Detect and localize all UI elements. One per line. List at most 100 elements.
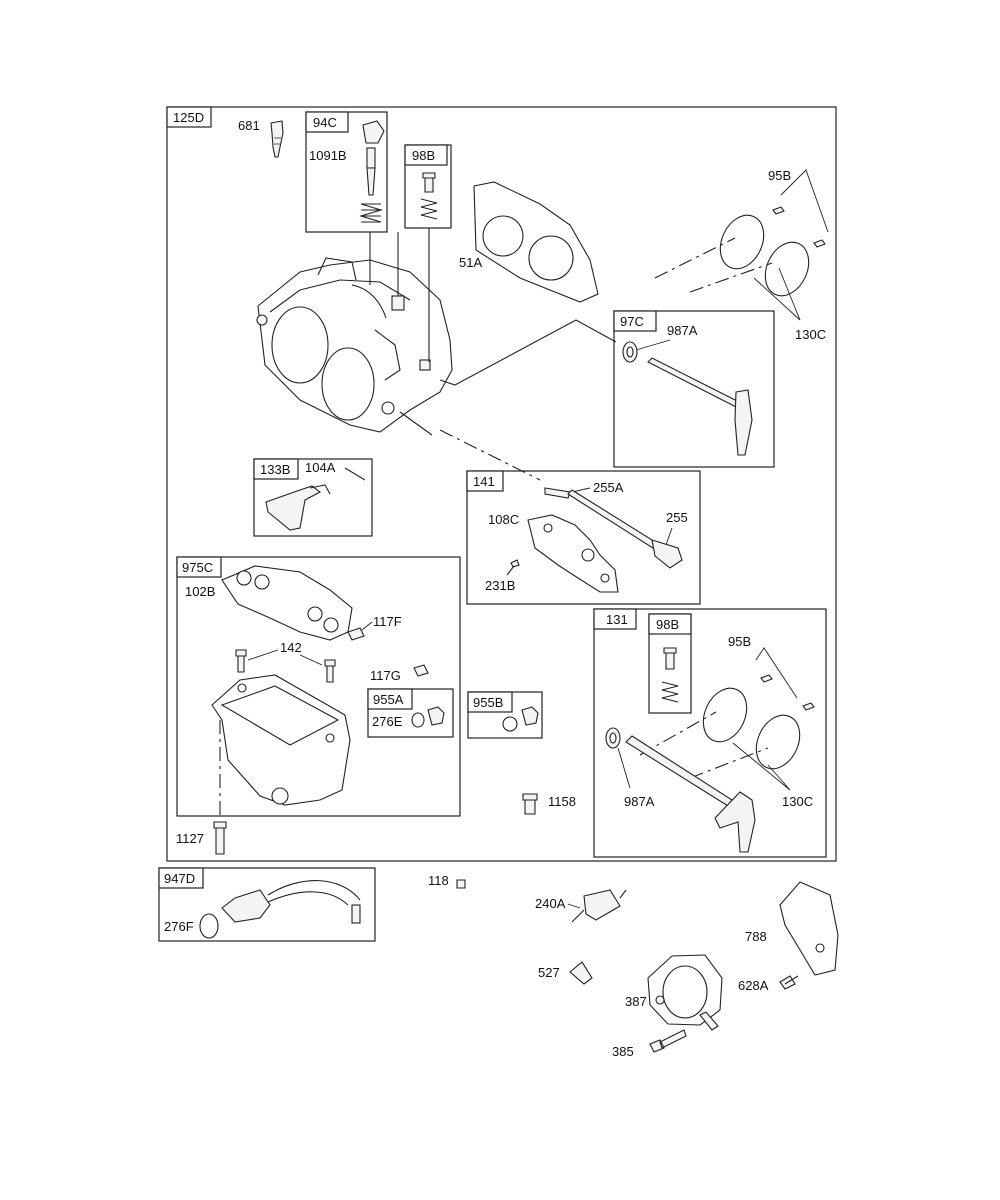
part-240A: 240A	[535, 889, 627, 923]
spring-98B-icon	[420, 198, 438, 220]
assembly-97C-label: 97C	[620, 314, 644, 329]
plug-955A-icon	[427, 706, 445, 726]
plug-117G-icon	[413, 664, 429, 677]
part-51A: 51A	[459, 181, 599, 303]
part-628A: 628A	[738, 975, 799, 993]
assembly-98B-131-label: 98B	[656, 617, 679, 632]
part-130C-top-label: 130C	[795, 327, 826, 342]
part-1158-label: 1158	[548, 794, 576, 809]
screw-1158-icon	[522, 793, 538, 815]
assembly-955A-label: 955A	[373, 692, 404, 707]
assembly-955A-tag	[367, 688, 413, 710]
throttle-lever-icon	[734, 389, 753, 456]
part-255A-label: 255A	[593, 480, 624, 495]
part-385: 385	[612, 1029, 687, 1059]
assembly-947D: 947D 276F	[158, 867, 376, 942]
screw-95B-131-icon	[760, 674, 773, 683]
part-104A-label: 104A	[305, 460, 336, 475]
wire-icon	[267, 880, 361, 901]
part-142-label: 142	[280, 640, 302, 655]
assembly-131-label: 131	[606, 612, 628, 627]
assembly-141: 141 255A 255 108C 231B	[466, 470, 701, 605]
choke-seal-icon	[544, 487, 571, 499]
throttle-plates-top: 95B 130C	[654, 168, 829, 342]
part-130C-131-label: 130C	[782, 794, 813, 809]
assembly-98B-top-tag	[404, 144, 448, 166]
fitting-117F-icon	[347, 627, 365, 641]
screw-231B-icon	[506, 559, 520, 576]
part-1158: 1158	[522, 793, 576, 815]
part-118: 118	[428, 873, 466, 889]
fuel-filter-icon	[583, 889, 621, 921]
assembly-131: 131 98B 95B 130C 987A	[593, 608, 827, 858]
nut-118-icon	[456, 879, 466, 889]
bracket-788-icon	[779, 881, 839, 976]
screw-1127-icon	[213, 821, 227, 855]
carburetor-body	[256, 228, 617, 481]
part-788: 788	[745, 881, 839, 976]
assembly-97C-frame	[613, 310, 775, 468]
assembly-131-tag	[593, 608, 637, 630]
part-231B-label: 231B	[485, 578, 515, 593]
assembly-131-frame	[593, 608, 827, 858]
assembly-947D-frame	[158, 867, 376, 942]
part-987A-131-label: 987A	[624, 794, 655, 809]
assembly-141-label: 141	[473, 474, 495, 489]
spring-94C-icon	[361, 203, 381, 223]
part-987A-top-label: 987A	[667, 323, 698, 338]
part-1127-label: 1127	[176, 831, 204, 846]
assembly-975C: 975C 102B 117F 142	[176, 556, 461, 820]
throttle-plate-icon	[719, 214, 765, 270]
part-1127: 1127	[176, 821, 227, 855]
idle-screw-icon	[422, 172, 436, 193]
part-681: 681	[238, 118, 284, 158]
choke-plate-108C-icon	[527, 514, 619, 593]
assembly-975C-frame	[176, 556, 461, 817]
assembly-98B-top: 98B	[404, 144, 452, 229]
assembly-133B-label: 133B	[260, 462, 290, 477]
assembly-98B-131-tag	[648, 613, 692, 635]
part-387-label: 387	[625, 994, 647, 1009]
screw-142-icon-2	[324, 659, 336, 683]
assembly-94C-tag	[305, 111, 349, 133]
assembly-955B-tag	[467, 691, 513, 713]
assembly-94C-label: 94C	[313, 115, 337, 130]
throttle-plate-131-icon	[702, 687, 748, 743]
screw-95B-icon-2	[813, 239, 826, 248]
part-117F-label: 117F	[373, 614, 402, 629]
assembly-125D-tag	[166, 106, 212, 128]
assembly-125D-frame	[166, 106, 837, 862]
solenoid-icon	[221, 889, 271, 923]
screw-385-icon	[649, 1029, 687, 1053]
assembly-133B: 133B 104A	[253, 458, 373, 537]
part-95B-131-label: 95B	[728, 634, 751, 649]
assembly-97C-tag	[613, 310, 657, 332]
part-95B-top-label: 95B	[768, 168, 791, 183]
part-1091B-label: 1091B	[309, 148, 347, 163]
idle-screw-131-icon	[663, 647, 677, 670]
part-102B-label: 102B	[185, 584, 215, 599]
assembly-125D: 125D	[166, 106, 837, 862]
assembly-955B: 955B	[467, 691, 543, 739]
spring-131-icon	[661, 681, 679, 703]
pin-104A-icon	[344, 467, 366, 481]
plug-955B-icon	[521, 706, 539, 726]
jet-681-icon	[270, 120, 284, 158]
oring-955B-icon	[502, 716, 518, 732]
part-117G-label: 117G	[370, 668, 401, 683]
part-51A-label: 51A	[459, 255, 482, 270]
part-118-label: 118	[428, 873, 449, 888]
throttle-lever-131-icon	[714, 791, 756, 853]
screw-95B-icon	[772, 206, 785, 215]
part-387: 387	[625, 954, 723, 1031]
assembly-133B-frame	[253, 458, 373, 537]
part-255-label: 255	[666, 510, 688, 525]
float-icon	[265, 485, 322, 531]
assembly-141-tag	[466, 470, 504, 492]
assembly-133B-tag	[253, 458, 299, 480]
assembly-947D-label: 947D	[164, 871, 195, 886]
part-527: 527	[538, 961, 593, 985]
choke-lever-icon	[651, 539, 683, 569]
assembly-94C: 94C 1091B	[305, 111, 388, 233]
